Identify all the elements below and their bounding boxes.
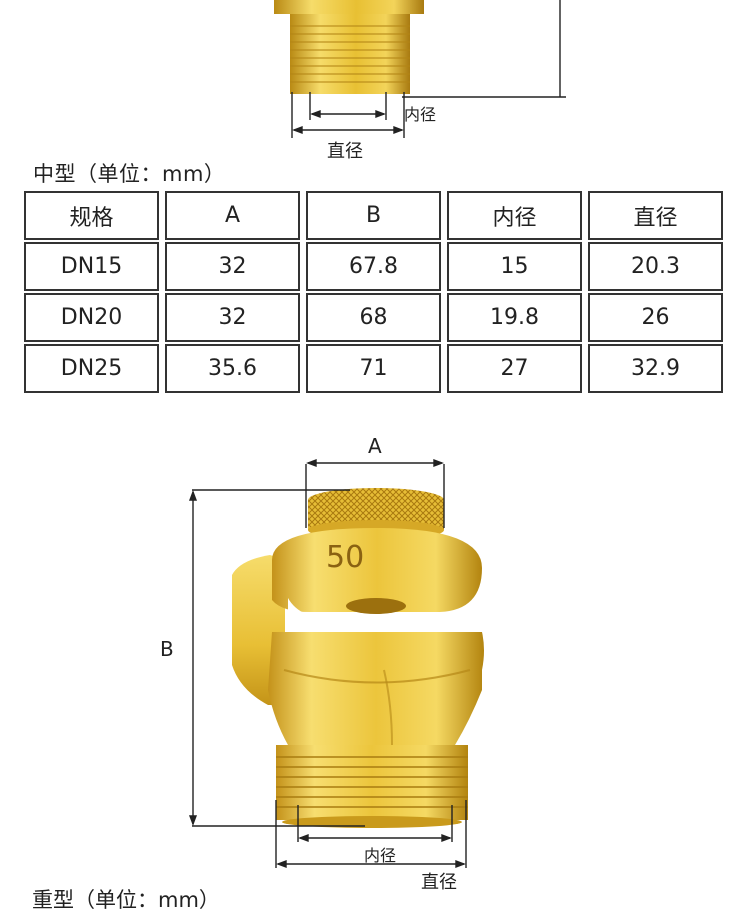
diameter-label: 直径 bbox=[421, 872, 457, 893]
header-diameter: 直径 bbox=[588, 191, 723, 240]
header-a: A bbox=[165, 191, 300, 240]
table-cell: 20.3 bbox=[588, 242, 723, 291]
table-cell: 67.8 bbox=[306, 242, 441, 291]
fitting-figure bbox=[188, 458, 484, 869]
table-row: DN20 32 68 19.8 26 bbox=[24, 293, 723, 342]
inner-diameter-label: 内径 bbox=[364, 846, 397, 865]
table-cell: DN15 bbox=[24, 242, 159, 291]
table-cell: 35.6 bbox=[165, 344, 300, 393]
table-row: DN15 32 67.8 15 20.3 bbox=[24, 242, 723, 291]
header-spec: 规格 bbox=[24, 191, 159, 240]
top-diameter-label: 直径 bbox=[327, 141, 363, 162]
table-cell: 68 bbox=[306, 293, 441, 342]
table-header-row: 规格 A B 内径 直径 bbox=[24, 191, 723, 240]
section-title-heavy: 重型（单位：mm） bbox=[32, 888, 220, 912]
spec-table: 规格 A B 内径 直径 DN15 32 67.8 15 20.3 DN20 3… bbox=[18, 189, 729, 395]
table-cell: 15 bbox=[447, 242, 582, 291]
table-cell: 32.9 bbox=[588, 344, 723, 393]
header-inner-diameter: 内径 bbox=[447, 191, 582, 240]
table-cell: DN20 bbox=[24, 293, 159, 342]
table-cell: 27 bbox=[447, 344, 582, 393]
top-inner-diameter-label: 内径 bbox=[404, 105, 437, 124]
header-b: B bbox=[306, 191, 441, 240]
table-cell: 26 bbox=[588, 293, 723, 342]
fitting-dimension-lines bbox=[188, 458, 467, 869]
table-row: DN25 35.6 71 27 32.9 bbox=[24, 344, 723, 393]
section-title-medium: 中型（单位：mm） bbox=[33, 162, 226, 186]
top-fitting-body bbox=[274, 0, 424, 94]
table-cell: DN25 bbox=[24, 344, 159, 393]
size-mark: 50 bbox=[326, 540, 365, 575]
fitting-body bbox=[232, 488, 484, 828]
table-cell: 32 bbox=[165, 293, 300, 342]
table-cell: 71 bbox=[306, 344, 441, 393]
table-cell: 19.8 bbox=[447, 293, 582, 342]
dimension-b-label: B bbox=[160, 637, 174, 661]
table-cell: 32 bbox=[165, 242, 300, 291]
top-fitting-figure bbox=[274, 0, 566, 138]
dimension-a-label: A bbox=[368, 434, 382, 458]
top-dimension-lines bbox=[291, 0, 566, 138]
